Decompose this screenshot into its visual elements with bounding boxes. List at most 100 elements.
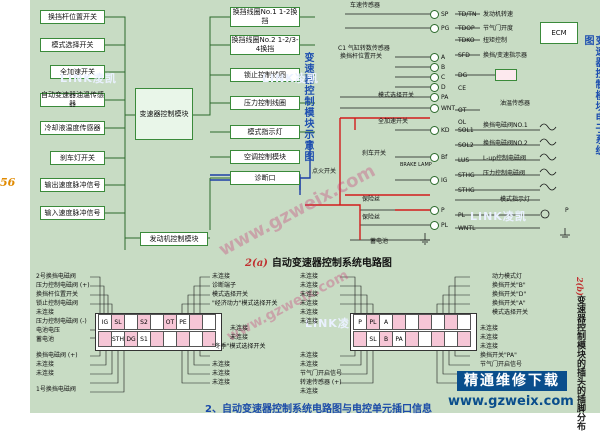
pin-description: 未连接 (300, 361, 319, 368)
label-ignition: 点火开关 (312, 168, 337, 175)
output-ac-module: 空调控制模块 (230, 150, 300, 164)
pin-label: P (441, 207, 445, 214)
pin-terminal (430, 53, 439, 62)
connector-right-pin-cell: PA (392, 331, 406, 347)
connector-right-pin-cell: PL (366, 314, 380, 330)
pin-description: 模式选择开关 (212, 291, 249, 298)
connector-right-pin-cell (444, 331, 458, 347)
component-label: 换挡电磁阀NO.2 (483, 140, 528, 147)
pin-label: P (565, 207, 569, 214)
pin-label: D (441, 84, 446, 91)
right-vertical-title: 变速器控制模块电子系统图 (582, 35, 600, 156)
pin-description: 动力模式灯 (492, 273, 523, 280)
pin-terminal (430, 63, 439, 72)
pin-description: 2号换挡电磁阀 (36, 273, 76, 280)
connector-left-pin-cell: DG (124, 331, 138, 347)
connector-right-pin-cell (418, 314, 432, 330)
output-shift-solenoid-1: 换挡线圈No.1 1-2换挡 (230, 7, 300, 27)
pin-terminal (430, 24, 439, 33)
diagram-title-b: 2(b)变速器控制模块的插头的插脚分布 (574, 277, 587, 431)
pin-description: 换挡开关"B" (492, 282, 526, 289)
pin-description: 压力控制电磁阀 (+) (36, 282, 90, 289)
connector-right-pin-cell (457, 314, 471, 330)
label-brake-lamp: BRAKE LAMP (400, 162, 432, 168)
pin-description: 换挡开关"PA" (480, 352, 517, 359)
pin-label: LUS (458, 157, 470, 164)
connector-left-pin-cell: SL (111, 314, 125, 330)
pin-description: 未连接 (212, 273, 231, 280)
pin-description: 未连接 (212, 379, 231, 386)
connector-left-pin-cell: OT (163, 314, 177, 330)
wiring-lines (90, 13, 570, 393)
ecm-signal-label: 发动机转速 (483, 11, 514, 18)
input-input-speed-signal: 输入速度脉冲信号 (40, 206, 105, 220)
pin-description: 模式选择开关 (492, 309, 529, 316)
figure-caption: 2、自动变速器控制系统电路图与电控单元插口信息 (205, 404, 432, 415)
pin-label: STHG (458, 172, 475, 179)
connector-right-pin-cell (457, 331, 471, 347)
pin-description: "冬季"模式选择开关 (212, 343, 266, 350)
pin-terminal (430, 153, 439, 162)
connector-right-pin-cell (431, 314, 445, 330)
component-label: 压力控制电磁阀 (483, 170, 526, 177)
pin-description: 未连接 (230, 334, 249, 341)
brand-banner: 精通维修下载 (457, 371, 567, 391)
label-fuse: 保险丝 (362, 196, 381, 203)
pin-description: 换挡开关"D" (492, 291, 527, 298)
pin-description: 节气门开启信号 (300, 370, 343, 377)
pin-description: 未连接 (300, 318, 319, 325)
pin-label: Bf (441, 154, 448, 161)
pin-label: SFD (458, 52, 470, 59)
pin-label: STHG (458, 187, 475, 194)
connector-right-pin-cell (353, 331, 367, 347)
connector-right-pin-cell (392, 314, 406, 330)
pin-label: PL (441, 222, 448, 229)
connector-right-pin-cell (405, 314, 419, 330)
brand-logo: LINK凌凯 (305, 317, 362, 330)
title-a-text: 自动变速器控制系统电路图 (271, 258, 392, 269)
connector-left-pin-cell (98, 331, 112, 347)
pin-description: 未连接 (300, 300, 319, 307)
label-vehicle-speed-sensor: 车速传感器 (350, 2, 381, 9)
pin-description: 蓄电池 (36, 336, 55, 343)
pin-label: SOL1 (458, 127, 474, 134)
pin-description: 换挡电磁阀 (+) (36, 352, 78, 359)
pin-description: 未连接 (36, 370, 55, 377)
pin-description: 未连接 (480, 343, 499, 350)
pin-label: TDOP (458, 25, 475, 32)
connector-left-pin-cell (150, 314, 164, 330)
pin-description: 未连接 (480, 325, 499, 332)
pin-label: OL (458, 119, 467, 126)
connector-left-pin-cell (176, 331, 190, 347)
pin-description: 转速传感器 (+) (300, 379, 342, 386)
connector-left-pin-cell: STH (111, 331, 125, 347)
pin-label: C (441, 74, 446, 81)
title-b-number: 2(b) (575, 277, 585, 296)
connector-left-pin-cell (189, 314, 203, 330)
pin-label: SP (441, 11, 449, 18)
connector-left-pin-cell: PE (176, 314, 190, 330)
pin-label: PG (441, 25, 450, 32)
pin-description: 未连接 (300, 291, 319, 298)
pin-description: 未连接 (300, 352, 319, 359)
label-mode-switch: 模式选择开关 (378, 92, 415, 99)
pin-label: CE (458, 85, 466, 92)
connector-right-pin-cell: SL (366, 331, 380, 347)
page-number: 56 (0, 176, 16, 189)
connector-left-pin-cell (189, 331, 203, 347)
pin-terminal (430, 104, 439, 113)
label-fuse-2: 保险丝 (362, 214, 381, 221)
input-coolant-temp-sensor: 冷却液温度传感器 (40, 121, 105, 135)
pin-terminal (430, 176, 439, 185)
diagnostic-connector (495, 69, 517, 81)
connector-right-pin-cell: B (379, 331, 393, 347)
pin-label: OT (458, 107, 467, 114)
output-pressure-solenoid: 压力控制线圈 (230, 96, 300, 110)
pin-description: 未连接 (212, 361, 231, 368)
pin-description: 压力控制电磁阀 (-) (36, 318, 87, 325)
pin-terminal (430, 126, 439, 135)
engine-control-module: 发动机控制模块 (140, 232, 208, 246)
pin-label: SOL2 (458, 142, 474, 149)
input-atf-temp-sensor: 自动变速器油温传感器 (40, 91, 105, 108)
